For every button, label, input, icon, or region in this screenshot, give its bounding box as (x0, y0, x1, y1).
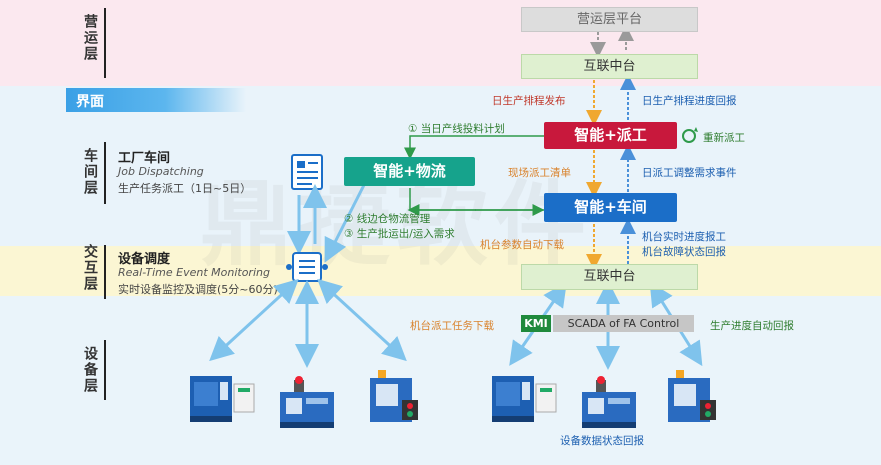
factory-en: Job Dispatching (118, 165, 204, 178)
label-param-download: 机台参数自动下载 (480, 239, 564, 251)
layer-divider-interaction (104, 245, 106, 299)
label-device-status: 设备数据状态回报 (560, 435, 644, 447)
watermark: 鼎捷软件 (200, 171, 593, 278)
factory-cn: 生产任务派工（1日~5日） (118, 182, 252, 195)
node-logistics: 智能+物流 (344, 157, 475, 186)
label-field-list: 现场派工清单 (508, 167, 571, 179)
machine-icon (190, 376, 255, 422)
hub-bottom-box: 互联中台 (521, 264, 698, 290)
machine-icon (370, 370, 418, 422)
label-auto-report: 生产进度自动回报 (710, 320, 794, 332)
label-batch-io: ③ 生产批运出/运入需求 (344, 228, 455, 240)
hub-top-box: 互联中台 (521, 54, 698, 79)
dispatch-title: 设备调度 (118, 252, 171, 267)
machine-icon (582, 376, 636, 428)
layer-divider-ops (104, 8, 106, 78)
label-daily-progress: 日生产排程进度回报 (642, 95, 737, 107)
layer-label-device: 设备层 (82, 346, 98, 394)
scada-box: SCADA of FA Control (553, 315, 694, 332)
layer-label-interaction: 交互层 (82, 244, 98, 292)
interface-bar: 界面 (66, 88, 246, 112)
device-layer-band (0, 296, 881, 465)
dispatch-hub-icon (286, 252, 328, 282)
layer-label-shop: 车间层 (82, 148, 98, 196)
kmi-badge: KMI (521, 315, 551, 332)
interface-label: 界面 (76, 94, 104, 110)
layer-label-ops: 营运层 (82, 14, 98, 62)
interaction-layer-band (0, 246, 881, 296)
ops-layer-band (0, 0, 881, 86)
label-redispatch: 重新派工 (703, 132, 745, 144)
ops-platform-box: 营运层平台 (521, 7, 698, 32)
label-daily-release: 日生产排程发布 (492, 95, 566, 107)
factory-title: 工厂车间 (118, 151, 171, 166)
node-workshop: 智能+车间 (544, 193, 677, 222)
label-daily-feed: ① 当日产线投料计划 (408, 123, 505, 135)
machine-icon (492, 376, 557, 422)
layer-divider-shop (104, 142, 106, 204)
label-fault-report: 机台故障状态回报 (642, 246, 726, 258)
label-adjust-event: 日派工调整需求事件 (642, 167, 737, 179)
node-dispatch: 智能+派工 (544, 122, 677, 149)
redispatch-icon (682, 127, 698, 143)
label-side-store: ② 线边仓物流管理 (344, 213, 431, 225)
label-progress-report: 机台实时进度报工 (642, 231, 726, 243)
dispatch-en: Real-Time Event Monitoring (118, 266, 270, 279)
layer-divider-device (104, 340, 106, 400)
machine-icon (280, 376, 334, 428)
label-task-download: 机台派工任务下载 (410, 320, 494, 332)
document-icon (291, 154, 323, 190)
machine-icon (668, 370, 716, 422)
